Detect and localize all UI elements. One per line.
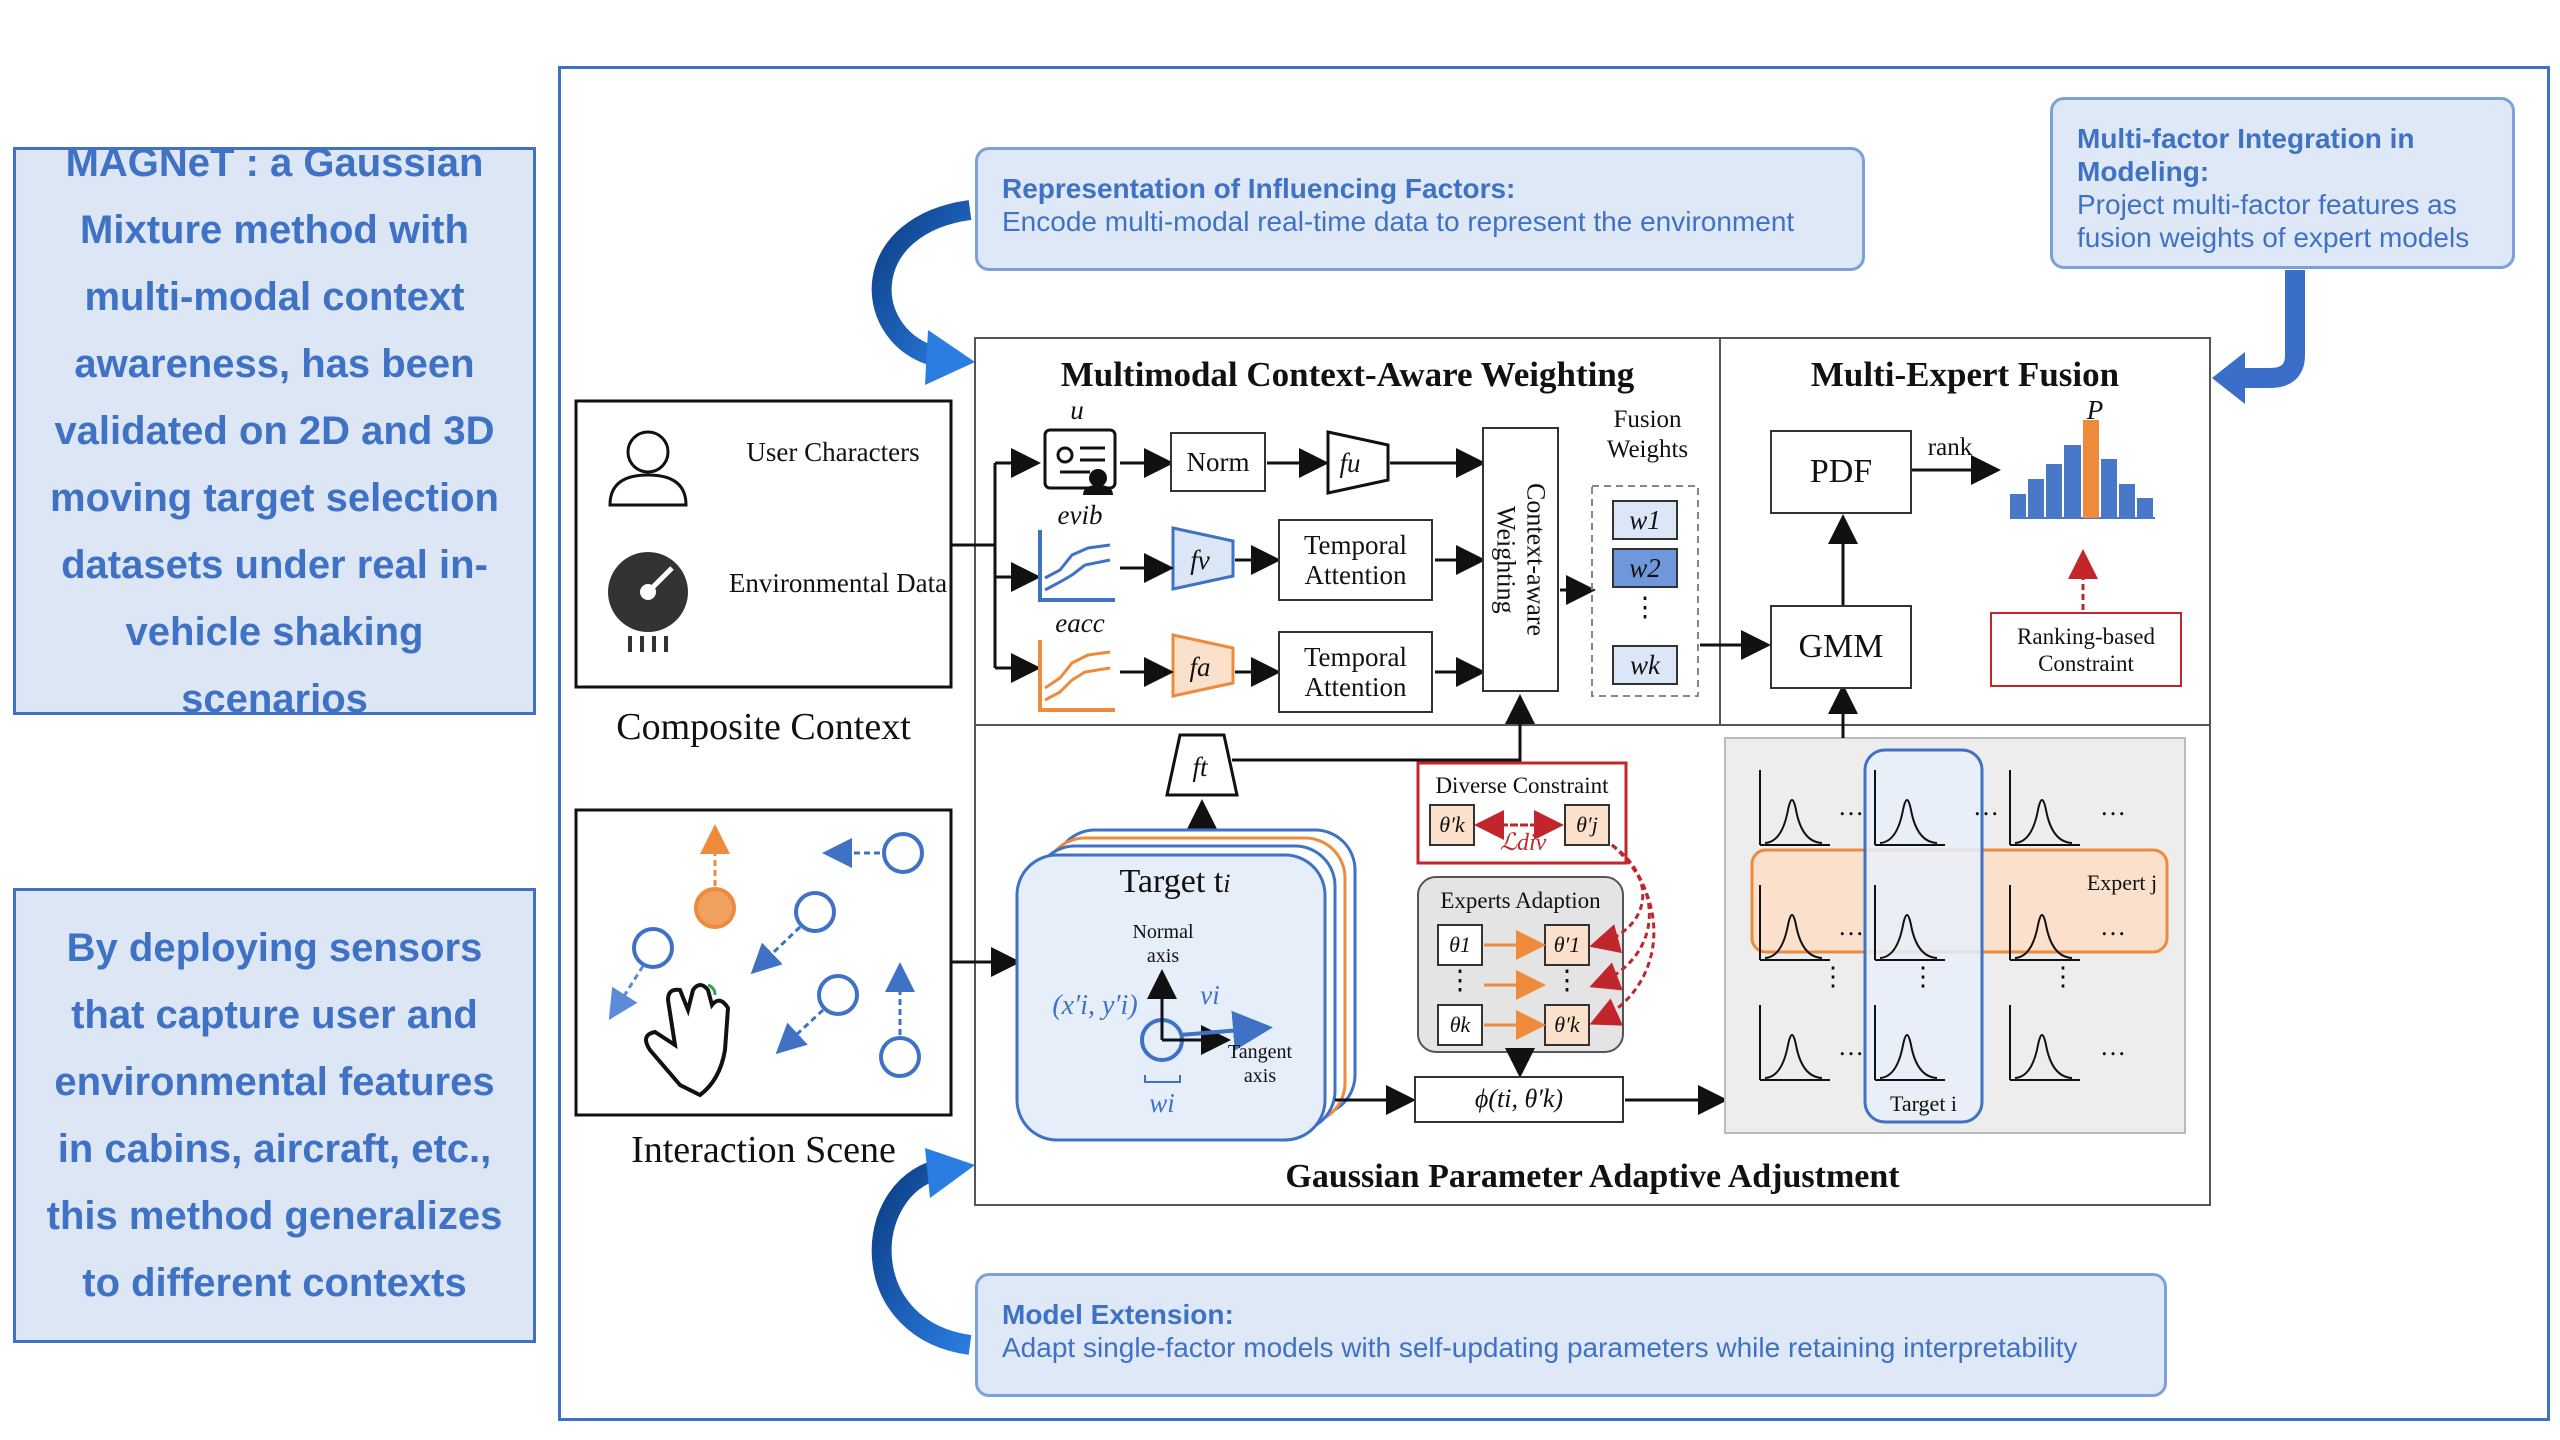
phi-label: ϕ(ti, θ′k) [1474, 1084, 1564, 1113]
gauss-curve [1764, 1034, 1823, 1079]
wk-box: wk [1612, 645, 1678, 685]
gauss-curve [1879, 799, 1938, 844]
wi-label: wi [1149, 1088, 1175, 1118]
rank-bars [2010, 420, 2155, 518]
rank-bar [2064, 444, 2081, 518]
rank-bar [2082, 420, 2099, 518]
rank-label: rank [1927, 434, 1973, 461]
norm-box: Norm [1170, 432, 1266, 492]
fv-label: fv [1190, 545, 1210, 575]
ellipsis: … [1838, 912, 1864, 941]
bend-arrow-right [2240, 270, 2305, 388]
rank-bar [2010, 493, 2027, 518]
context-aware-weighting-box: Context-aware Weighting [1482, 427, 1559, 692]
gauss-curve [1879, 1034, 1938, 1079]
note-magnet: MAGNeT : a Gaussian Mixture method with … [13, 141, 536, 721]
gauss-curve [2014, 914, 2073, 959]
ellipsis: … [1838, 792, 1864, 821]
curve-arrow-top [871, 200, 972, 365]
target-label: Target ti [1119, 863, 1231, 900]
temporal-attention-1: Temporal Attention [1278, 519, 1433, 601]
ellipsis: … [2100, 912, 2126, 941]
normal-axis-label: Normal axis [1132, 921, 1194, 967]
vertical-ellipsis: ⋮ [1910, 962, 1936, 991]
pdf-box: PDF [1770, 430, 1912, 514]
ft-label: ft [1192, 752, 1208, 782]
ldiv-label: ℒdiv [1499, 830, 1547, 856]
gmm-box: GMM [1770, 605, 1912, 689]
ellipsis: … [1838, 1032, 1864, 1061]
theta-k-prime: θ′k [1554, 1012, 1580, 1037]
gauss-curve [1764, 799, 1823, 844]
ellipsis: … [1973, 792, 1999, 821]
main-frame [558, 66, 2550, 1421]
eacc-label: eacc [1055, 608, 1105, 638]
experts-dots-left: ⋮ [1446, 965, 1474, 995]
ellipsis: … [2100, 792, 2126, 821]
weights-dots: ⋮ [1631, 592, 1659, 622]
tangent-axis-label: Tangent axis [1227, 1041, 1293, 1087]
theta-j-prime-top: θ′j [1576, 812, 1598, 837]
callout-extension: Model Extension: Adapt single-factor mod… [975, 1273, 2167, 1397]
theta-k: θk [1449, 1012, 1471, 1037]
vi-label: vi [1200, 980, 1220, 1010]
vertical-ellipsis: ⋮ [2050, 962, 2076, 991]
vertical-ellipsis: ⋮ [1820, 962, 1846, 991]
fu-label: fu [1339, 448, 1361, 478]
user-characters-label: User Characters [746, 437, 920, 467]
ellipsis: … [2100, 1032, 2126, 1061]
p-label: P [2086, 395, 2104, 425]
w1-box: w1 [1612, 500, 1678, 540]
ranking-constraint-box: Ranking-based Constraint [1990, 612, 2182, 687]
gaussian-title: Gaussian Parameter Adaptive Adjustment [1285, 1158, 1900, 1195]
interaction-scene-title: Interaction Scene [631, 1129, 896, 1171]
gauss-curve [2014, 1034, 2073, 1079]
fa-label: fa [1189, 652, 1211, 682]
evib-label: evib [1057, 500, 1103, 530]
rank-bar [2028, 478, 2045, 518]
env-data-label: Environmental Data [728, 568, 948, 598]
gauss-curve [1764, 914, 1823, 959]
rank-bar [2046, 464, 2063, 518]
callout-integration: Multi-factor Integration in Modeling: Pr… [2050, 97, 2515, 269]
rank-bar [2136, 498, 2153, 518]
w2-box: w2 [1612, 548, 1678, 588]
diverse-constraint-label: Diverse Constraint [1435, 773, 1609, 798]
experts-adaption-label: Experts Adaption [1440, 888, 1601, 913]
fusion-title: Multi-Expert Fusion [1810, 355, 2120, 394]
fusion-weights-label: Fusion Weights [1606, 406, 1689, 463]
rank-bar [2100, 459, 2117, 518]
rank-bar [2118, 483, 2135, 518]
theta-1-prime: θ′1 [1553, 932, 1581, 957]
u-label: u [1070, 395, 1084, 425]
gaussian-grid: … … … … … … … ⋮ ⋮ ⋮ [1759, 770, 2126, 1081]
composite-context-title: Composite Context [616, 706, 911, 748]
expert-j-label: Expert j [2086, 870, 2158, 895]
theta-1: θ1 [1449, 932, 1471, 957]
gauss-curve [1879, 914, 1938, 959]
experts-dots-right: ⋮ [1553, 965, 1581, 995]
xy-label: (x′i, y′i) [1052, 990, 1138, 1021]
theta-k-prime-top: θ′k [1439, 812, 1465, 837]
weighting-title: Multimodal Context-Aware Weighting [1060, 355, 1635, 394]
callout-representation: Representation of Influencing Factors: E… [975, 147, 1865, 271]
curve-arrow-bottom [871, 1162, 972, 1355]
target-i-label: Target i [1889, 1091, 1958, 1116]
gauss-curve [2014, 799, 2073, 844]
note-generalization: By deploying sensors that capture user a… [13, 888, 536, 1343]
temporal-attention-2: Temporal Attention [1278, 631, 1433, 713]
